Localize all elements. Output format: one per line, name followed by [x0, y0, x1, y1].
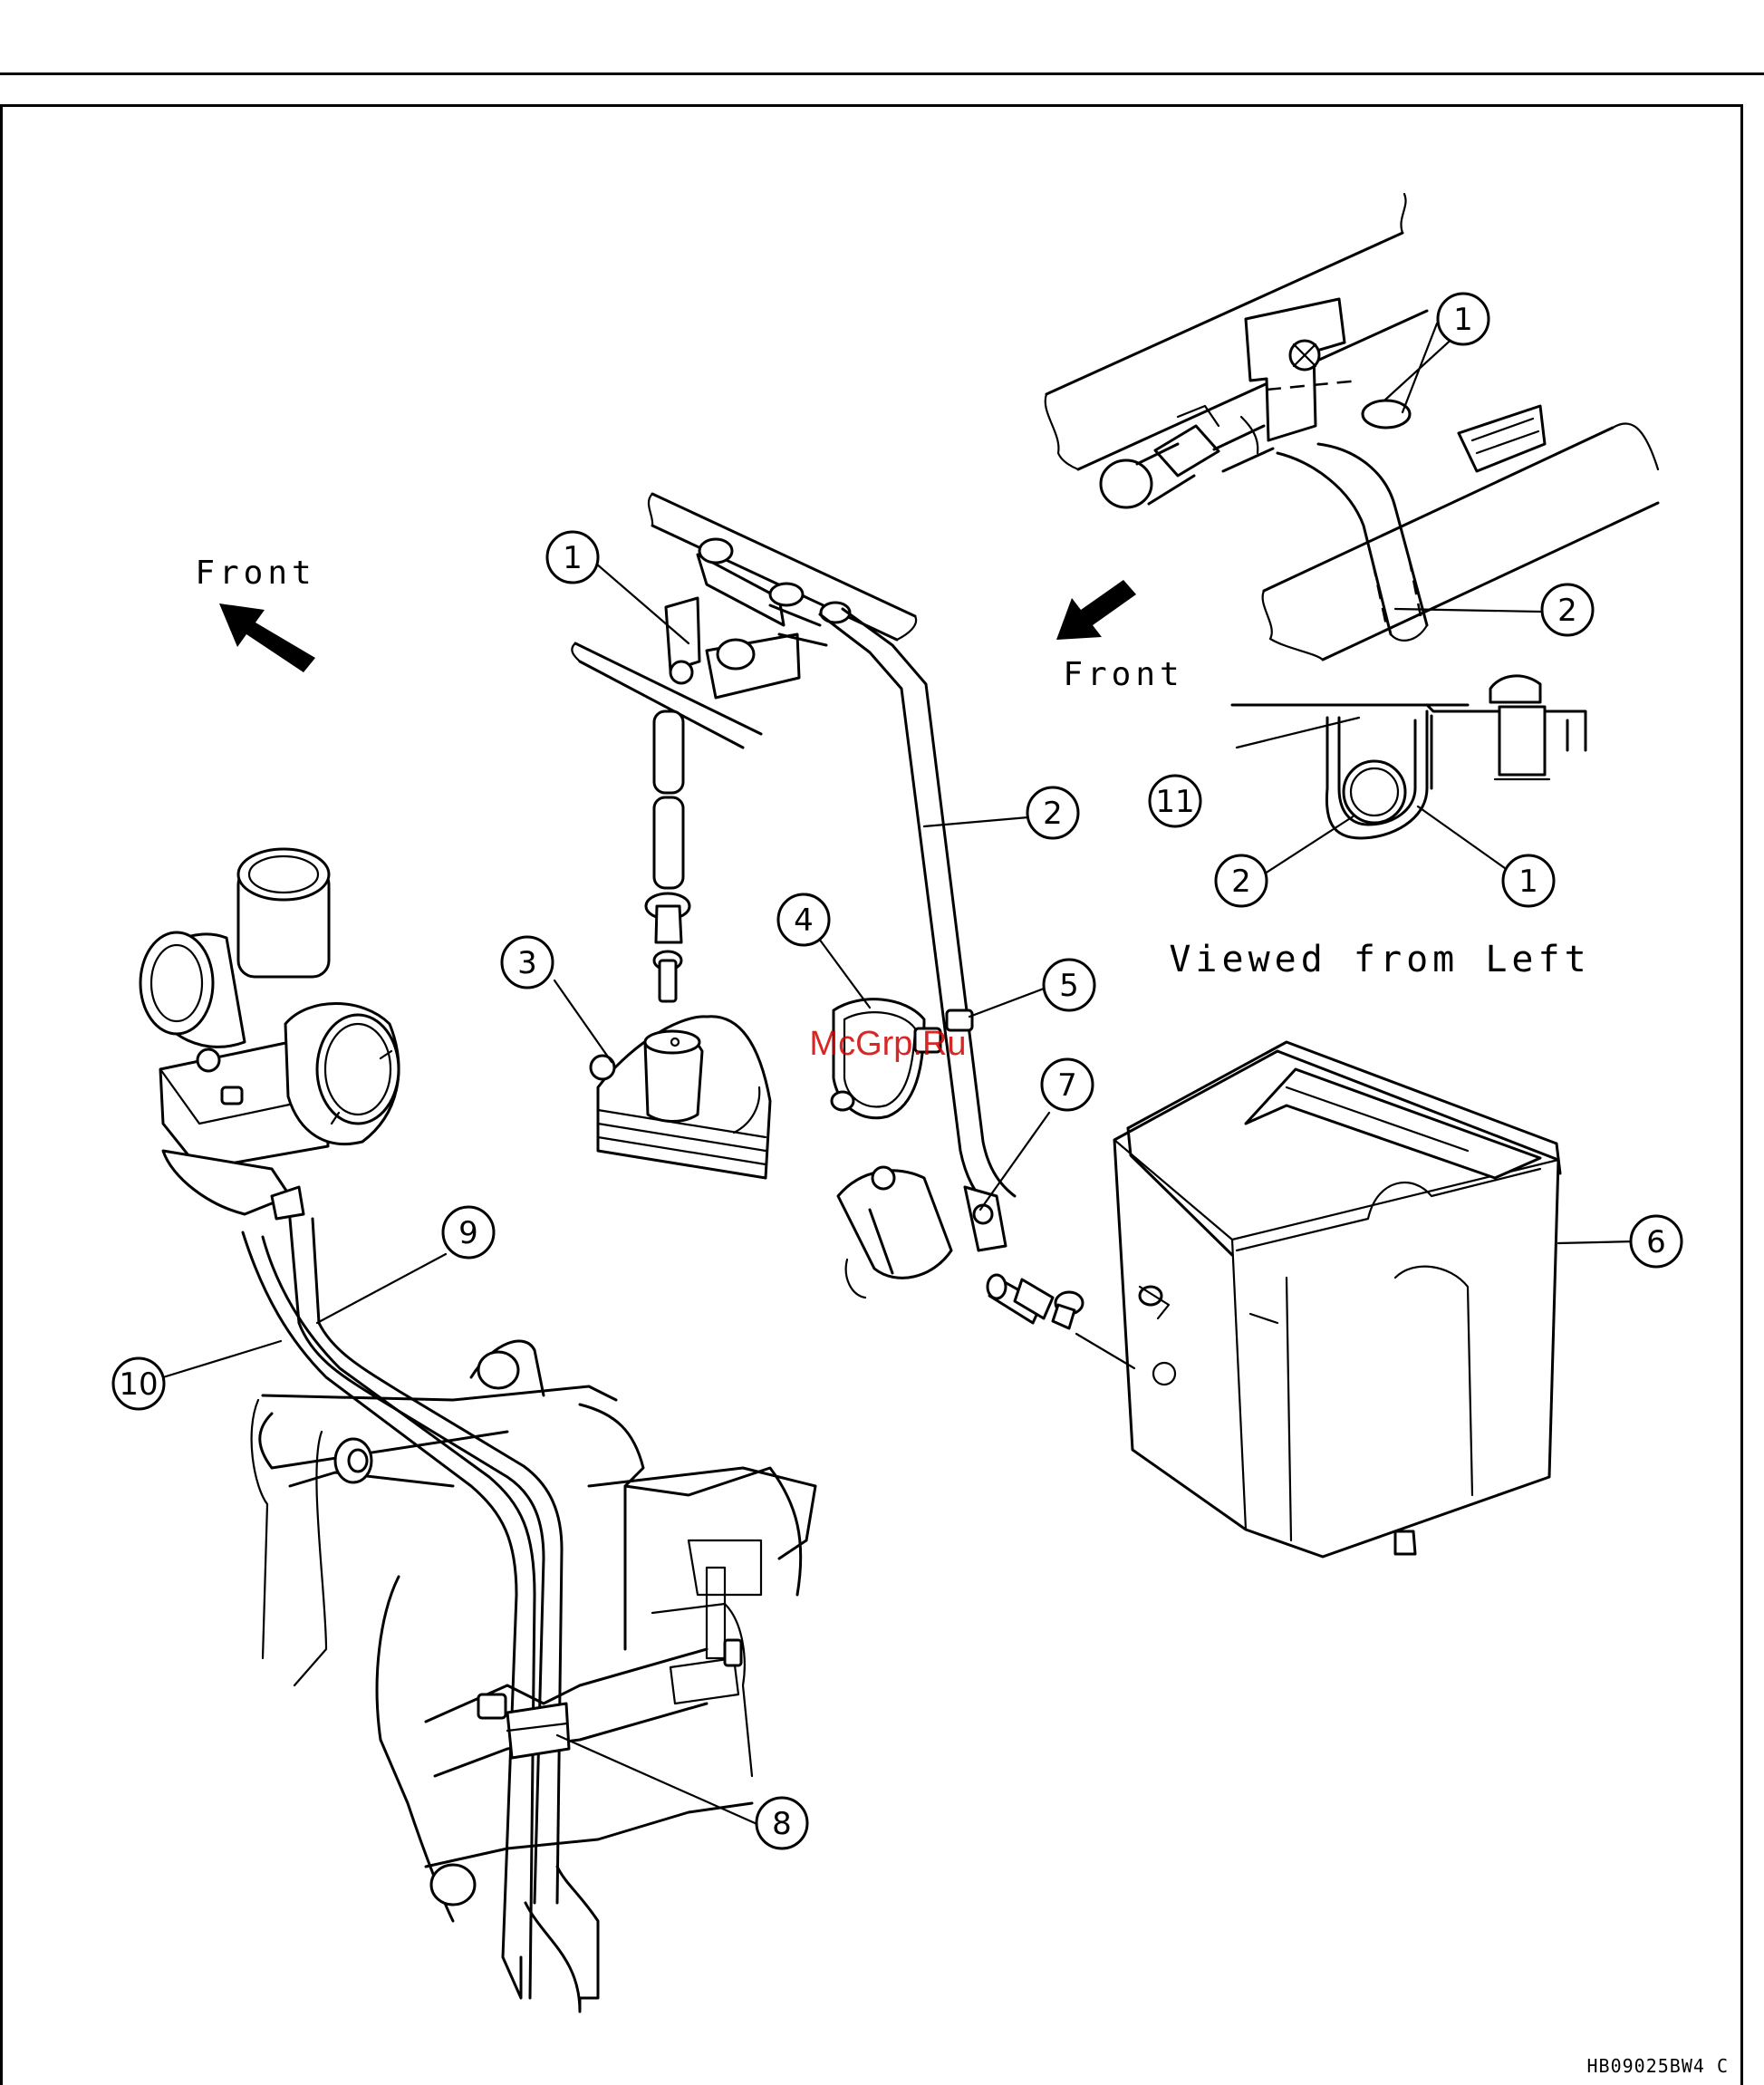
svg-text:6: 6: [1646, 1224, 1666, 1260]
front-arrow-right: [1056, 580, 1136, 640]
callout-9: 9: [443, 1207, 494, 1258]
hose-2: [820, 609, 1015, 1214]
callout-6: 6: [1631, 1216, 1682, 1267]
carburetor: [140, 849, 399, 1219]
front-arrow-left: [219, 603, 315, 672]
callout-4: 4: [778, 894, 829, 945]
callout-10: 10: [113, 1358, 164, 1409]
svg-text:1: 1: [1518, 864, 1538, 900]
callout-11: 11: [1150, 776, 1200, 826]
svg-text:4: 4: [794, 903, 814, 939]
viewed-from-left-label: Viewed from Left: [1169, 939, 1590, 980]
watermark: McGrp.Ru: [809, 1025, 966, 1063]
callout-1-top: 1: [1438, 294, 1489, 344]
callout-2-detail: 2: [1216, 855, 1267, 906]
callout-1-detail: 1: [1503, 855, 1554, 906]
viewed-from-left-detail: [1232, 676, 1586, 838]
callout-1-mid: 1: [547, 532, 598, 583]
callout-7: 7: [1042, 1059, 1093, 1110]
callout-8: 8: [757, 1798, 807, 1849]
svg-text:3: 3: [517, 945, 537, 981]
air-cleaner-6: [1114, 1042, 1560, 1557]
frame-center: [572, 494, 916, 1001]
svg-text:8: 8: [772, 1806, 792, 1842]
front-label-left: Front: [195, 555, 315, 592]
svg-text:11: 11: [1155, 784, 1194, 820]
callout-2-top: 2: [1542, 584, 1593, 635]
callout-5: 5: [1044, 960, 1094, 1010]
callout-2-mid: 2: [1027, 787, 1078, 838]
svg-text:7: 7: [1057, 1067, 1077, 1104]
clamp-7-area: [838, 1167, 1083, 1328]
svg-text:10: 10: [119, 1366, 158, 1403]
svg-text:2: 2: [1043, 796, 1063, 832]
svg-text:5: 5: [1059, 968, 1079, 1004]
svg-text:2: 2: [1557, 593, 1577, 629]
svg-text:2: 2: [1231, 864, 1251, 900]
breather-chamber-3: [591, 1017, 770, 1178]
svg-text:1: 1: [1453, 302, 1473, 338]
hoses-9-10: [243, 1219, 598, 2012]
figure-code: HB09025BW4 C: [1587, 2055, 1730, 2077]
callout-3: 3: [502, 937, 553, 988]
svg-text:1: 1: [563, 540, 583, 576]
svg-text:9: 9: [458, 1215, 478, 1251]
front-label-right: Front: [1063, 656, 1183, 693]
